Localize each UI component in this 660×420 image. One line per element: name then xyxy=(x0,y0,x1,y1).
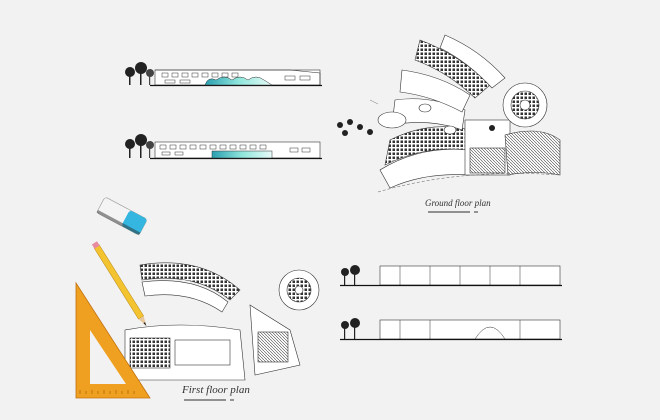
tree-icon xyxy=(125,134,154,158)
eraser-icon xyxy=(96,197,147,236)
elevation-2 xyxy=(125,134,322,160)
ground-floor-plan-title: Ground floor plan xyxy=(425,198,491,208)
set-square-icon xyxy=(75,281,151,399)
tree-icon xyxy=(125,62,154,85)
ground-floor-plan xyxy=(337,34,561,193)
first-floor-plan xyxy=(124,262,320,381)
first-floor-plan-title: First floor plan xyxy=(182,384,250,396)
tree-icon xyxy=(341,318,360,339)
tree-icon xyxy=(341,265,360,285)
pencil-icon xyxy=(91,241,147,327)
section-1 xyxy=(340,265,562,287)
section-2 xyxy=(340,318,562,341)
elevation-1 xyxy=(125,62,322,87)
